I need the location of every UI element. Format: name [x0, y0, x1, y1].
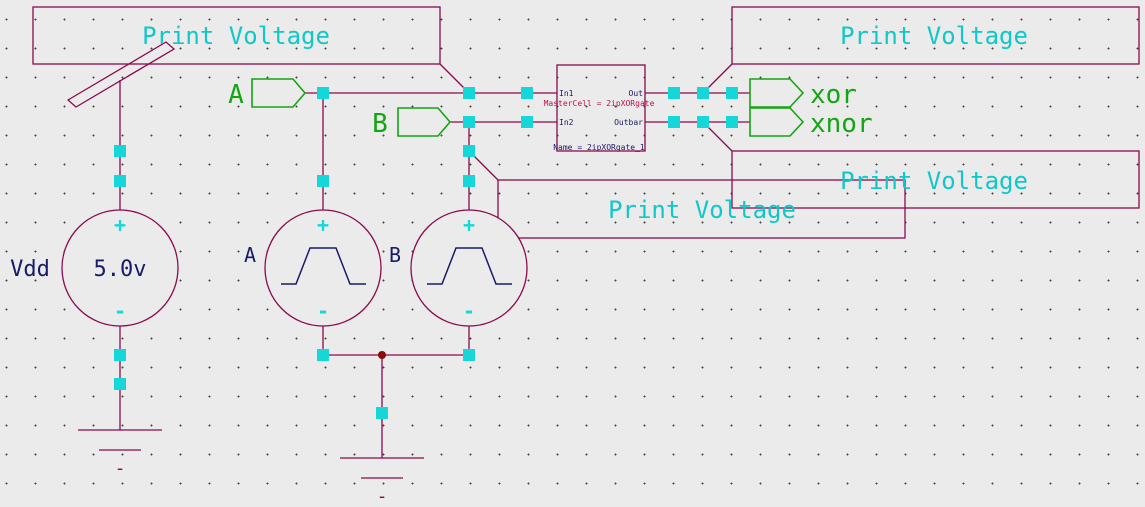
node[interactable] — [463, 349, 475, 361]
probe-label-vdd: Print Voltage — [142, 22, 330, 50]
node[interactable] — [668, 116, 680, 128]
node[interactable] — [376, 407, 388, 419]
node[interactable] — [463, 175, 475, 187]
xor-gate-cell[interactable] — [556, 64, 646, 152]
source-a-name: A — [244, 243, 256, 267]
node[interactable] — [463, 145, 475, 157]
pin-in1-label: In1 — [559, 89, 574, 98]
node[interactable] — [697, 87, 709, 99]
pin-out-label: Out — [629, 89, 644, 98]
node[interactable] — [317, 175, 329, 187]
node[interactable] — [463, 116, 475, 128]
probe-box-b[interactable] — [497, 179, 906, 239]
vdd-name: Vdd — [10, 257, 50, 282]
input-port-b-label: B — [372, 109, 388, 139]
output-port-xnor-label: xnor — [810, 109, 873, 139]
node[interactable] — [726, 116, 738, 128]
pulse-source-a[interactable] — [264, 209, 382, 327]
source-b-minus: - — [463, 299, 475, 323]
connection-nodes — [114, 87, 738, 419]
pulse-source-b[interactable] — [410, 209, 528, 327]
probe-label-b: Print Voltage — [608, 196, 796, 224]
ground-vdd-mark: - — [115, 458, 126, 479]
node[interactable] — [317, 349, 329, 361]
ground-common-mark: - — [377, 486, 388, 507]
node[interactable] — [726, 87, 738, 99]
pulse-icon-a — [281, 247, 366, 285]
probe-pointer-vdd — [66, 41, 176, 108]
node[interactable] — [114, 378, 126, 390]
output-port-xor-label: xor — [810, 80, 857, 110]
instance-name-label: Name = 2ipXORgate_1 — [553, 143, 645, 152]
master-cell-label: MasterCell = 2ipXORgate — [544, 99, 655, 108]
vdd-plus: + — [114, 213, 126, 237]
ground-vdd — [78, 429, 162, 451]
input-port-b[interactable] — [397, 107, 452, 137]
output-ports — [749, 78, 805, 137]
node[interactable] — [668, 87, 680, 99]
print-voltage-probes — [32, 6, 1140, 239]
output-port-xnor[interactable] — [749, 107, 805, 137]
pin-outbar-label: Outbar — [614, 118, 643, 127]
input-ports — [251, 78, 452, 137]
input-port-a[interactable] — [251, 78, 307, 108]
node[interactable] — [317, 87, 329, 99]
node[interactable] — [114, 175, 126, 187]
node[interactable] — [521, 116, 533, 128]
junction-dot — [378, 351, 386, 359]
grounds — [78, 429, 424, 479]
vdd-minus: - — [114, 299, 126, 323]
polarity-marks: + - + - + - — [114, 213, 475, 323]
pulse-waveforms — [281, 247, 512, 285]
probe-label-xor: Print Voltage — [840, 22, 1028, 50]
probe-label-xnor: Print Voltage — [840, 167, 1028, 195]
ground-common — [340, 457, 424, 479]
pulse-icon-b — [427, 247, 512, 285]
node[interactable] — [114, 349, 126, 361]
input-port-a-label: A — [228, 80, 244, 110]
source-b-plus: + — [463, 213, 475, 237]
sources — [61, 209, 528, 327]
vdd-value: 5.0v — [94, 257, 147, 282]
node[interactable] — [114, 145, 126, 157]
probe-box-xor[interactable] — [731, 6, 1140, 65]
probe-box-vdd[interactable] — [32, 6, 441, 65]
source-a-minus: - — [317, 299, 329, 323]
source-b-name: B — [389, 243, 401, 267]
vdd-source[interactable] — [61, 209, 179, 327]
node[interactable] — [697, 116, 709, 128]
node[interactable] — [463, 87, 475, 99]
node[interactable] — [521, 87, 533, 99]
pin-in2-label: In2 — [559, 118, 574, 127]
source-a-plus: + — [317, 213, 329, 237]
output-port-xor[interactable] — [749, 78, 805, 108]
